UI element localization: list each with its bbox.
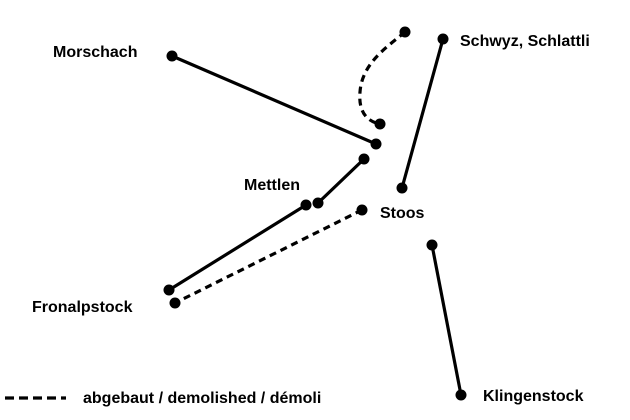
label-mettlen: Mettlen	[244, 177, 300, 194]
route-demolished-upper	[358, 26, 411, 130]
station-lower-dot	[374, 118, 386, 130]
label-morschach: Morschach	[53, 44, 137, 61]
station-stoos-dot-d	[356, 204, 368, 216]
station-mettlen-dot-a	[312, 197, 324, 209]
station-stoos-dot-e	[426, 239, 438, 251]
station-schwyz-dot	[437, 33, 449, 45]
label-schwyz: Schwyz, Schlattli	[460, 33, 590, 50]
station-stoos-dot-b	[396, 182, 408, 194]
station-mettlen-dot-b	[300, 199, 312, 211]
label-stoos: Stoos	[380, 205, 425, 222]
legend: abgebaut / demolished / démoli	[5, 390, 321, 407]
route-demolished-stoos-fronalpstock	[169, 204, 368, 309]
route-stoos-mettlen	[312, 153, 370, 209]
station-stoos-dot-c	[358, 153, 370, 165]
route-schwyz-stoos	[396, 33, 449, 194]
label-fronalpstock: Fronalpstock	[32, 299, 133, 316]
legend-demolished-label: abgebaut / demolished / démoli	[83, 390, 321, 407]
station-fronalpstock-dot-a	[163, 284, 175, 296]
station-stoos-dot-a	[370, 138, 382, 150]
station-klingenstock-dot	[455, 389, 467, 401]
station-morschach-dot	[166, 50, 178, 62]
route-stoos-klingenstock	[426, 239, 467, 401]
label-klingenstock: Klingenstock	[483, 388, 584, 405]
route-mettlen-fronalpstock	[163, 199, 312, 296]
station-upper-dot	[399, 26, 411, 38]
station-fronalpstock-dot-b	[169, 297, 181, 309]
route-morschach-stoos	[166, 50, 382, 150]
